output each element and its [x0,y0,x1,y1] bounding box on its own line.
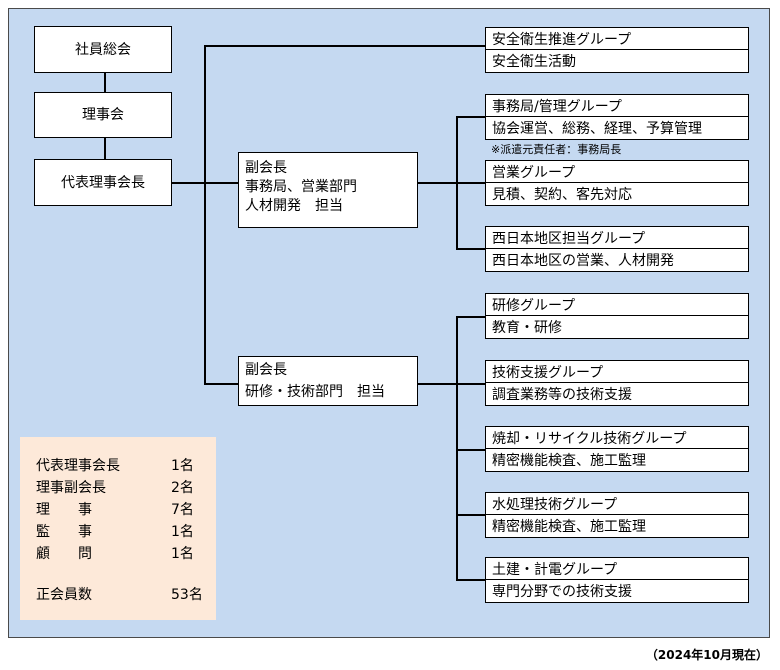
general-meeting-label: 社員総会 [75,41,131,58]
summary-count: 1名 [171,524,194,540]
group-name: 土建・計電グループ [486,558,748,580]
group-box-west-japan: 西日本地区担当グループ 西日本地区の営業、人材開発 [485,226,749,272]
group-box-incineration: 焼却・リサイクル技術グループ 精密機能検査、施工監理 [485,426,749,472]
connector-to-west-group [456,248,485,250]
group-box-sales: 営業グループ 見積、契約、客先対応 [485,160,749,206]
board-box: 理事会 [34,92,172,138]
group-name: 水処理技術グループ [486,493,748,515]
connector-to-sales-group [456,182,485,184]
summary-label: 理 事 [36,502,92,518]
summary-label: 正会員数 [36,587,92,603]
group-box-admin: 事務局/管理グループ 協会運営、総務、経理、予算管理 [485,94,749,140]
dispatch-note: ※派遣元責任者：事務局長 [491,143,622,156]
connector-to-tech-support-group [456,383,485,385]
connector-to-civil-group [456,579,485,581]
connector-main-vertical [204,45,206,383]
board-label: 理事会 [82,107,124,123]
connector-vp2-out [416,383,456,385]
group-desc: 西日本地区の営業、人材開発 [492,253,674,269]
group-box-civil-electric: 土建・計電グループ 専門分野での技術支援 [485,557,749,603]
summary-label: 監 事 [36,524,92,540]
group-name: 西日本地区担当グループ [486,227,748,249]
vice-president-box-2: 副会長 研修・技術部門 担当 [238,356,418,406]
connector-vp1-out [416,182,456,184]
group-box-water: 水処理技術グループ 精密機能検査、施工監理 [485,492,749,538]
member-summary-box: 代表理事会長 1名 理事副会長 2名 理 事 7名 監 事 1名 顧 問 1名 … [20,437,216,620]
summary-row: 監 事 1名 [36,521,206,541]
as-of-date-note: （2024年10月現在） [645,648,768,662]
connector-to-vp2 [204,383,238,385]
group-desc: 専門分野での技術支援 [492,584,632,600]
group-box-safety: 安全衛生推進グループ 安全衛生活動 [485,27,749,73]
summary-count: 1名 [171,546,194,562]
connector-to-training-group [456,316,485,318]
vice-president-box-1: 副会長 事務局、営業部門 人材開発 担当 [238,152,418,228]
group-name: 技術支援グループ [486,361,748,383]
summary-row: 代表理事会長 1名 [36,455,206,475]
summary-count: 7名 [171,502,194,518]
group-name: 事務局/管理グループ [486,95,748,117]
group-desc: 安全衛生活動 [492,54,576,70]
summary-row: 正会員数 53名 [36,584,206,604]
vp1-line-1: 副会長 [245,160,287,176]
summary-label: 代表理事会長 [36,458,120,474]
summary-count: 1名 [171,458,194,474]
group-desc: 調査業務等の技術支援 [492,387,632,403]
group-desc: 協会運営、総務、経理、予算管理 [492,121,702,137]
group-name: 研修グループ [486,294,748,316]
summary-count: 53名 [171,587,203,603]
vp1-line-3: 人材開発 担当 [245,198,343,214]
summary-count: 2名 [171,480,194,496]
group-name: 営業グループ [486,161,748,183]
group-box-tech-support: 技術支援グループ 調査業務等の技術支援 [485,360,749,406]
summary-row: 理 事 7名 [36,499,206,519]
connector-to-safety-group [204,45,485,47]
group-desc: 見積、契約、客先対応 [492,187,632,203]
summary-row: 理事副会長 2名 [36,477,206,497]
connector-to-admin-group [456,116,485,118]
group-desc: 精密機能検査、施工監理 [492,519,646,535]
group-name: 安全衛生推進グループ [486,28,748,50]
vp2-line-1: 副会長 [245,362,287,378]
group-desc: 精密機能検査、施工監理 [492,453,646,469]
vp2-line-2: 研修・技術部門 担当 [245,384,385,400]
connector-to-incineration-group [456,449,485,451]
group-desc: 教育・研修 [492,320,562,336]
summary-label: 理事副会長 [36,480,106,496]
connector-vp2-branch-vertical [456,316,458,579]
group-name: 焼却・リサイクル技術グループ [486,427,748,449]
group-box-training: 研修グループ 教育・研修 [485,293,749,339]
vp1-line-2: 事務局、営業部門 [245,179,357,195]
summary-row: 顧 問 1名 [36,543,206,563]
president-box: 代表理事会長 [34,159,172,206]
connector-to-water-group [456,514,485,516]
summary-label: 顧 問 [36,546,92,562]
general-meeting-box: 社員総会 [34,26,172,73]
president-label: 代表理事会長 [61,174,145,191]
